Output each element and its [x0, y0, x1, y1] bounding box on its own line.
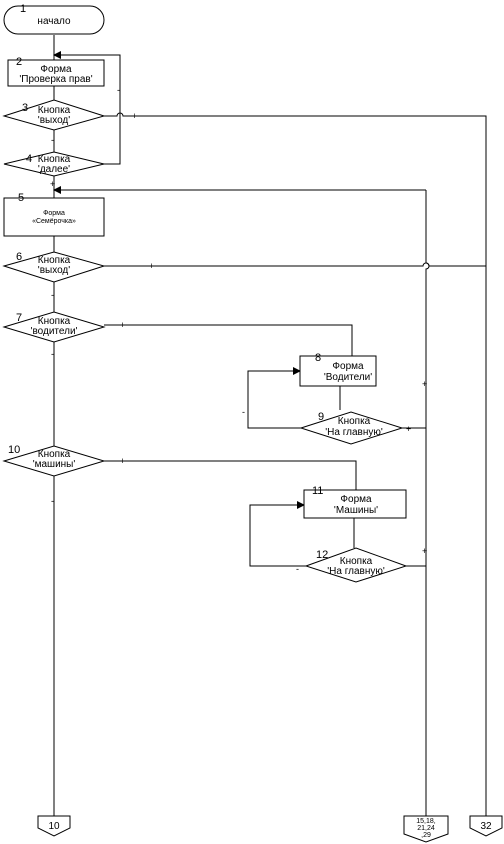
block-label-line1: Кнопка — [338, 416, 371, 427]
connector-label-line3: ,29 — [421, 832, 431, 839]
block-label-line1: Кнопка — [38, 105, 71, 116]
branch-marks: - + - + + - + - + - + + - + - — [50, 85, 427, 574]
block-label: начало — [37, 16, 71, 27]
plus-mark-return-9: + — [422, 379, 427, 389]
connector-15-18-21-24-29[interactable]: 15,18, 21,24 ,29 — [403, 815, 449, 843]
edge-4-loop-to-2 — [53, 51, 121, 165]
block-number: 12 — [316, 549, 328, 561]
block-label-line2: 'водители' — [31, 326, 78, 337]
block-label-line2: 'Водители' — [324, 372, 372, 383]
block-label-line2: 'Машины' — [334, 505, 378, 516]
block-label-line1: Кнопка — [38, 154, 71, 165]
block-label-line2: 'выход' — [38, 115, 70, 126]
connector-label: 32 — [480, 821, 492, 832]
block-label-line1: Форма — [43, 210, 65, 217]
block-label-line1: Кнопка — [38, 316, 71, 327]
edge-7-to-8 — [104, 324, 353, 356]
block-10-decision[interactable]: 10 Кнопка 'машины' — [2, 444, 106, 477]
block-label-line2: 'выход' — [38, 265, 70, 276]
block-label-line2: «Семёрочка» — [32, 218, 76, 225]
block-number: 5 — [18, 192, 24, 204]
connector-label: 10 — [48, 821, 60, 832]
block-number: 3 — [22, 102, 28, 114]
connector-label-line1: 15,18, — [416, 818, 436, 825]
edges — [53, 35, 487, 816]
plus-mark-3: + — [132, 111, 137, 121]
block-label-line1: Форма — [340, 494, 372, 505]
block-number: 4 — [26, 153, 32, 165]
block-number: 11 — [312, 485, 323, 497]
plus-mark-10: + — [120, 456, 125, 466]
block-label-line1: Кнопка — [38, 255, 71, 266]
block-4-decision[interactable]: 4 Кнопка 'далее' — [3, 151, 105, 177]
block-label-line1: Кнопка — [38, 449, 71, 460]
block-number: 6 — [16, 251, 22, 263]
minus-mark-10: - — [51, 496, 54, 506]
plus-mark-7: + — [120, 320, 125, 330]
block-12-decision[interactable]: 12 Кнопка 'На главную' — [304, 547, 408, 583]
block-3-decision[interactable]: 3 Кнопка 'выход' — [2, 99, 106, 131]
plus-mark-9: + — [406, 424, 411, 434]
block-label-line2: 'далее' — [38, 164, 70, 175]
connector-10[interactable]: 10 — [37, 815, 71, 837]
block-label-line2: 'На главную' — [325, 427, 383, 438]
block-11-form[interactable]: 11 Форма 'Машины' — [303, 485, 407, 519]
edge-return-vertical — [425, 190, 430, 816]
block-label-line1: Форма — [332, 361, 364, 372]
block-label-line1: Кнопка — [340, 556, 373, 567]
block-number: 2 — [16, 56, 22, 68]
block-label-line1: Форма — [40, 64, 72, 75]
edge-3-to-32 — [104, 112, 487, 816]
edge-6-plus — [104, 262, 486, 267]
block-5-form[interactable]: 5 Форма «Семёрочка» — [3, 192, 105, 237]
block-2-form[interactable]: 2 Форма 'Проверка прав' — [7, 56, 105, 87]
block-label-line2: 'На главную' — [327, 566, 385, 577]
plus-mark-4: + — [50, 179, 55, 189]
minus-mark-9: - — [242, 407, 245, 417]
minus-mark-3: - — [51, 135, 54, 145]
minus-mark-12: - — [296, 564, 299, 574]
connector-label-line2: 21,24 — [417, 825, 435, 832]
minus-mark-4: - — [117, 85, 120, 95]
edge-9-loop-to-8 — [247, 367, 301, 429]
block-number: 1 — [20, 3, 26, 15]
block-label-line2: 'машины' — [33, 459, 76, 470]
block-number: 9 — [318, 411, 324, 423]
block-1-start[interactable]: 1 начало — [3, 3, 105, 35]
block-number: 10 — [8, 444, 20, 456]
block-label-line2: 'Проверка прав' — [19, 74, 92, 85]
edge-10-to-11 — [104, 460, 357, 490]
edge-12-loop-to-11 — [249, 501, 306, 567]
block-8-form[interactable]: 8 Форма 'Водители' — [299, 352, 377, 387]
block-9-decision[interactable]: 9 Кнопка 'На главную' — [299, 411, 404, 445]
minus-mark-7: - — [51, 349, 54, 359]
plus-mark-return-12: + — [422, 546, 427, 556]
minus-mark-6: - — [51, 290, 54, 300]
plus-mark-6: + — [149, 261, 154, 271]
block-7-decision[interactable]: 7 Кнопка 'водители' — [2, 311, 106, 343]
connector-32[interactable]: 32 — [469, 815, 503, 837]
block-number: 8 — [315, 352, 321, 364]
block-6-decision[interactable]: 6 Кнопка 'выход' — [2, 251, 106, 283]
block-number: 7 — [16, 312, 22, 324]
